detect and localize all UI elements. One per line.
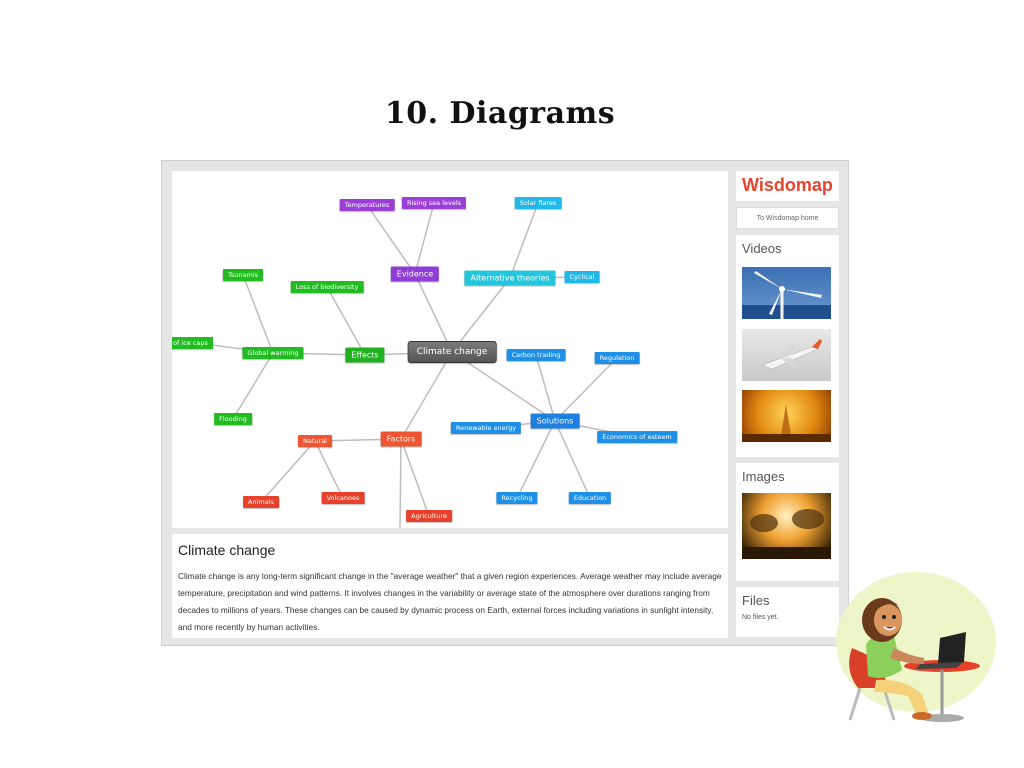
video-thumbnail-airplane[interactable]: [742, 329, 831, 381]
mind-map-edge-natural-volcanoes: [314, 440, 344, 499]
videos-section: Videos: [736, 235, 839, 457]
mind-map-node-loss[interactable]: Loss of biodiversity: [290, 281, 364, 293]
mind-map-node-renewable[interactable]: Renewable energy: [450, 422, 522, 434]
girl-with-laptop-illustration: [836, 572, 996, 722]
mind-map-edge-solutions-carbon: [535, 354, 556, 422]
mind-map-node-evidence[interactable]: Evidence: [390, 266, 440, 282]
mind-map-edge-offscreen: [399, 438, 402, 528]
mind-map-node-education[interactable]: Education: [568, 492, 612, 504]
mind-map-edge-solutions-regulation: [554, 357, 618, 422]
video-thumbnail-sunset[interactable]: [742, 390, 831, 442]
mind-map-node-volcanoes[interactable]: Volcanoes: [321, 492, 365, 504]
mind-map-node-solutions[interactable]: Solutions: [530, 413, 580, 429]
description-body: Climate change is any long-term signific…: [178, 571, 722, 632]
mind-map-edge-evidence-temperatures: [366, 204, 416, 275]
mind-map-node-economics[interactable]: Economics of esteem: [597, 431, 677, 443]
description-panel: Climate change Climate change is any lon…: [172, 534, 728, 638]
mind-map-edge-alt-solar: [509, 202, 539, 279]
mind-map-node-tsunamis[interactable]: Tsunamis: [222, 269, 264, 281]
mind-map-edge-evidence-rising: [414, 202, 435, 275]
mind-map-node-natural[interactable]: Natural: [298, 435, 332, 447]
smoke-icon: [742, 509, 831, 559]
wind-turbine-icon: [742, 271, 831, 319]
mind-map-node-root[interactable]: Climate change: [407, 341, 497, 363]
mind-map-node-recycling[interactable]: Recycling: [496, 492, 538, 504]
mind-map-node-solar[interactable]: Solar flares: [514, 197, 562, 209]
mind-map-node-global[interactable]: Global warming: [242, 347, 304, 359]
mind-map-canvas[interactable]: Climate change Evidence Temperatures Rising…: [172, 171, 728, 528]
images-title: Images: [742, 469, 785, 484]
mind-map-node-alt[interactable]: Alternative theories: [464, 270, 556, 286]
wisdomap-screenshot: Climate change Evidence Temperatures Rising…: [161, 160, 849, 646]
home-link-button[interactable]: To Wisdomap home: [736, 207, 839, 229]
mind-map-node-melting[interactable]: Melting of ice caps: [172, 337, 213, 349]
mind-map-node-temperatures[interactable]: Temperatures: [339, 199, 395, 211]
mind-map-node-rising[interactable]: Rising sea levels: [401, 197, 467, 209]
mind-map-edge-root-evidence: [414, 273, 453, 353]
mind-map-node-carbon[interactable]: Carbon trading: [506, 349, 566, 361]
files-empty-note: No files yet.: [742, 614, 779, 621]
mind-map-edge-root-alt: [451, 277, 511, 353]
mind-map-edge-global-flooding: [232, 352, 274, 420]
mind-map-node-factors[interactable]: Factors: [380, 431, 422, 447]
files-title: Files: [742, 593, 770, 608]
mind-map-node-flooding[interactable]: Flooding: [214, 413, 252, 425]
mind-map-edge-solutions-recycling: [516, 420, 556, 499]
videos-title: Videos: [742, 241, 782, 256]
mind-map-edge-solutions-education: [554, 420, 591, 499]
description-title: Climate change: [178, 542, 276, 558]
mind-map-node-cyclical[interactable]: Cyclical: [564, 271, 600, 283]
mind-map-edge-effects-loss: [326, 286, 366, 356]
mind-map-edge-factors-agriculture: [400, 438, 430, 517]
video-thumbnail-wind-turbine[interactable]: [742, 267, 831, 319]
mind-map-node-regulation[interactable]: Regulation: [594, 352, 640, 364]
files-section: Files No files yet.: [736, 587, 839, 637]
mind-map-edge-root-solutions: [451, 351, 556, 422]
mind-map-node-agriculture[interactable]: Agriculture: [406, 510, 452, 522]
image-thumbnail-explosion[interactable]: [742, 493, 831, 559]
mind-map-edge-global-tsunamis: [242, 274, 274, 354]
mind-map-node-effects[interactable]: Effects: [345, 347, 385, 363]
brand-logo[interactable]: Wisdomap: [736, 171, 839, 201]
slide-title: 10. Diagrams: [384, 96, 616, 131]
mind-map-edge-root-factors: [400, 351, 453, 440]
mind-map-edge-natural-animals: [260, 440, 316, 503]
images-section: Images: [736, 463, 839, 581]
airplane-icon: [761, 339, 822, 370]
mind-map-node-animals[interactable]: Animals: [243, 496, 279, 508]
sun-icon: [742, 404, 831, 442]
